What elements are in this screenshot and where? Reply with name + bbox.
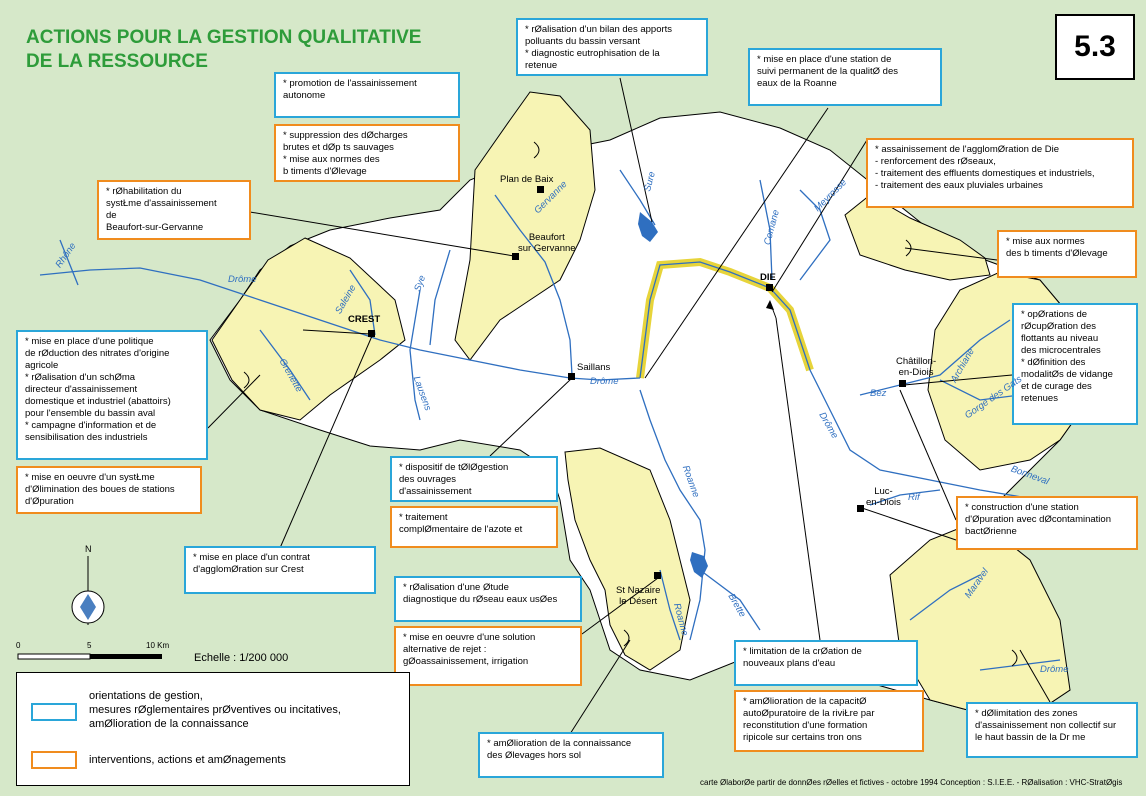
box-non-collectif-text: * dØlimitation des zones d'assainissemen… <box>975 708 1117 743</box>
north-arrow <box>71 556 105 625</box>
place-beaufort: Beaufort sur Gervanne <box>518 232 576 254</box>
place-crest: CREST <box>348 314 381 325</box>
box-etude-diag-text: * rØalisation d'une Øtude diagnostique d… <box>403 582 558 605</box>
river-label-drome-1: Drôme <box>228 274 257 285</box>
box-boues: * mise en oeuvre d'un systŁme d'Øliminat… <box>16 466 202 514</box>
scale-label-5: 5 <box>87 641 92 650</box>
box-station-suivi: * mise en place d'une station de suivi p… <box>748 48 942 106</box>
box-autoepuratoire-text: * amØlioration de la capacitØ autoØpurat… <box>743 696 875 743</box>
river-network <box>39 169 1080 671</box>
box-station-suivi-text: * mise en place d'une station de suivi p… <box>757 54 898 89</box>
legend-text-orange: interventions, actions et amØnagements <box>89 754 286 766</box>
box-teledegestion: * dispositif de tØlØgestion des ouvrages… <box>390 456 558 502</box>
box-azote: * traitement complØmentaire de l'azote e… <box>390 506 558 548</box>
box-normes-elevage-text: * mise aux normes des b timents d'Ølevag… <box>1006 236 1108 259</box>
box-contrat-text: * mise en place d'un contrat d'agglomØra… <box>193 552 310 575</box>
box-politique-text: * mise en place d'une politique de rØduc… <box>25 336 171 443</box>
place-st-nazaire: St Nazaire le Désert <box>616 585 661 607</box>
box-solution-alt-text: * mise en oeuvre d'une solution alternat… <box>403 632 536 667</box>
map-legend: orientations de gestion, mesures rØgleme… <box>16 672 410 786</box>
river-label-drome-4: Drôme <box>1040 664 1069 675</box>
box-die: * assainissement de l'agglomØration de D… <box>866 138 1134 208</box>
box-station-epuration-text: * construction d'une station d'Øpuration… <box>965 502 1111 537</box>
box-etude-diag: * rØalisation d'une Øtude diagnostique d… <box>394 576 582 622</box>
box-contrat: * mise en place d'un contrat d'agglomØra… <box>184 546 376 594</box>
box-suppression-text: * suppression des dØcharges brutes et dØ… <box>283 130 408 177</box>
river-label-drome-2: Drôme <box>590 376 619 387</box>
box-microcentrales: * opØrations de rØcupØration des flottan… <box>1012 303 1138 425</box>
zone-roanne <box>564 447 691 671</box>
box-die-text: * assainissement de l'agglomØration de D… <box>875 144 1095 191</box>
place-plan-de-baix: Plan de Baix <box>500 174 554 185</box>
scale-label-10: 10 Km <box>146 641 170 650</box>
map-number-badge: 5.3 <box>1055 14 1135 80</box>
map-credits: carte ØlaborØe partir de donnØes rØelles… <box>700 778 1123 787</box>
place-saillans: Saillans <box>577 362 611 373</box>
box-teledegestion-text: * dispositif de tØlØgestion des ouvrages… <box>399 462 509 497</box>
box-plans-eau-text: * limitation de la crØation de nouveaux … <box>743 646 862 669</box>
box-non-collectif: * dØlimitation des zones d'assainissemen… <box>966 702 1138 758</box>
scale-label-0: 0 <box>16 641 21 650</box>
zone-marks <box>243 141 1018 667</box>
arrow-head <box>766 300 774 310</box>
box-assainissement-autonome: * promotion de l'assainissement autonome <box>274 72 460 118</box>
map-title: ACTIONS POUR LA GESTION QUALITATIVE DE L… <box>26 26 421 74</box>
place-chatillon: Châtillon- en-Diois <box>896 356 937 378</box>
box-microcentrales-text: * opØrations de rØcupØration des flottan… <box>1021 309 1113 404</box>
zone-crest <box>211 237 406 421</box>
zone-gervanne <box>454 91 596 361</box>
title-line-1: ACTIONS POUR LA GESTION QUALITATIVE <box>26 27 422 48</box>
box-politique: * mise en place d'une politique de rØduc… <box>16 330 208 460</box>
box-suppression: * suppression des dØcharges brutes et dØ… <box>274 124 460 182</box>
connector-lines <box>207 77 1051 735</box>
box-rehabilitation: * rØhabilitation du systŁme d'assainisse… <box>97 180 251 240</box>
river-label-bez: Bez <box>870 388 887 399</box>
scale-bar <box>17 653 162 660</box>
box-boues-text: * mise en oeuvre d'un systŁme d'Øliminat… <box>25 472 175 507</box>
box-station-epuration: * construction d'une station d'Øpuration… <box>956 496 1138 550</box>
place-die: DIE <box>760 272 776 283</box>
scale-ratio: Echelle : 1/200 000 <box>194 652 289 664</box>
reservoir-roanne <box>690 552 708 578</box>
box-bilan-text: * rØalisation d'un bilan des apports pol… <box>525 24 673 71</box>
legend-swatch-blue <box>31 703 77 721</box>
box-plans-eau: * limitation de la crØation de nouveaux … <box>734 640 918 686</box>
reservoir-sure <box>638 212 658 242</box>
title-line-2: DE LA RESSOURCE <box>26 51 208 72</box>
box-elevages-hors-sol-text: * amØlioration de la connaissance des Øl… <box>487 738 632 761</box>
box-assainissement-autonome-text: * promotion de l'assainissement autonome <box>283 78 417 101</box>
box-autoepuratoire: * amØlioration de la capacitØ autoØpurat… <box>734 690 924 752</box>
box-bilan: * rØalisation d'un bilan des apports pol… <box>516 18 708 76</box>
box-elevages-hors-sol: * amØlioration de la connaissance des Øl… <box>478 732 664 778</box>
river-label-rif: Rif <box>908 492 920 503</box>
town-markers <box>368 186 906 579</box>
box-normes-elevage: * mise aux normes des b timents d'Ølevag… <box>997 230 1137 278</box>
legend-swatch-orange <box>31 751 77 769</box>
box-azote-text: * traitement complØmentaire de l'azote e… <box>399 512 523 535</box>
box-solution-alt: * mise en oeuvre d'une solution alternat… <box>394 626 582 686</box>
place-luc: Luc- en-Diois <box>866 486 901 508</box>
box-rehabilitation-text: * rØhabilitation du systŁme d'assainisse… <box>106 186 217 233</box>
legend-text-blue: orientations de gestion, mesures rØgleme… <box>89 690 341 730</box>
north-label: N <box>85 544 92 554</box>
